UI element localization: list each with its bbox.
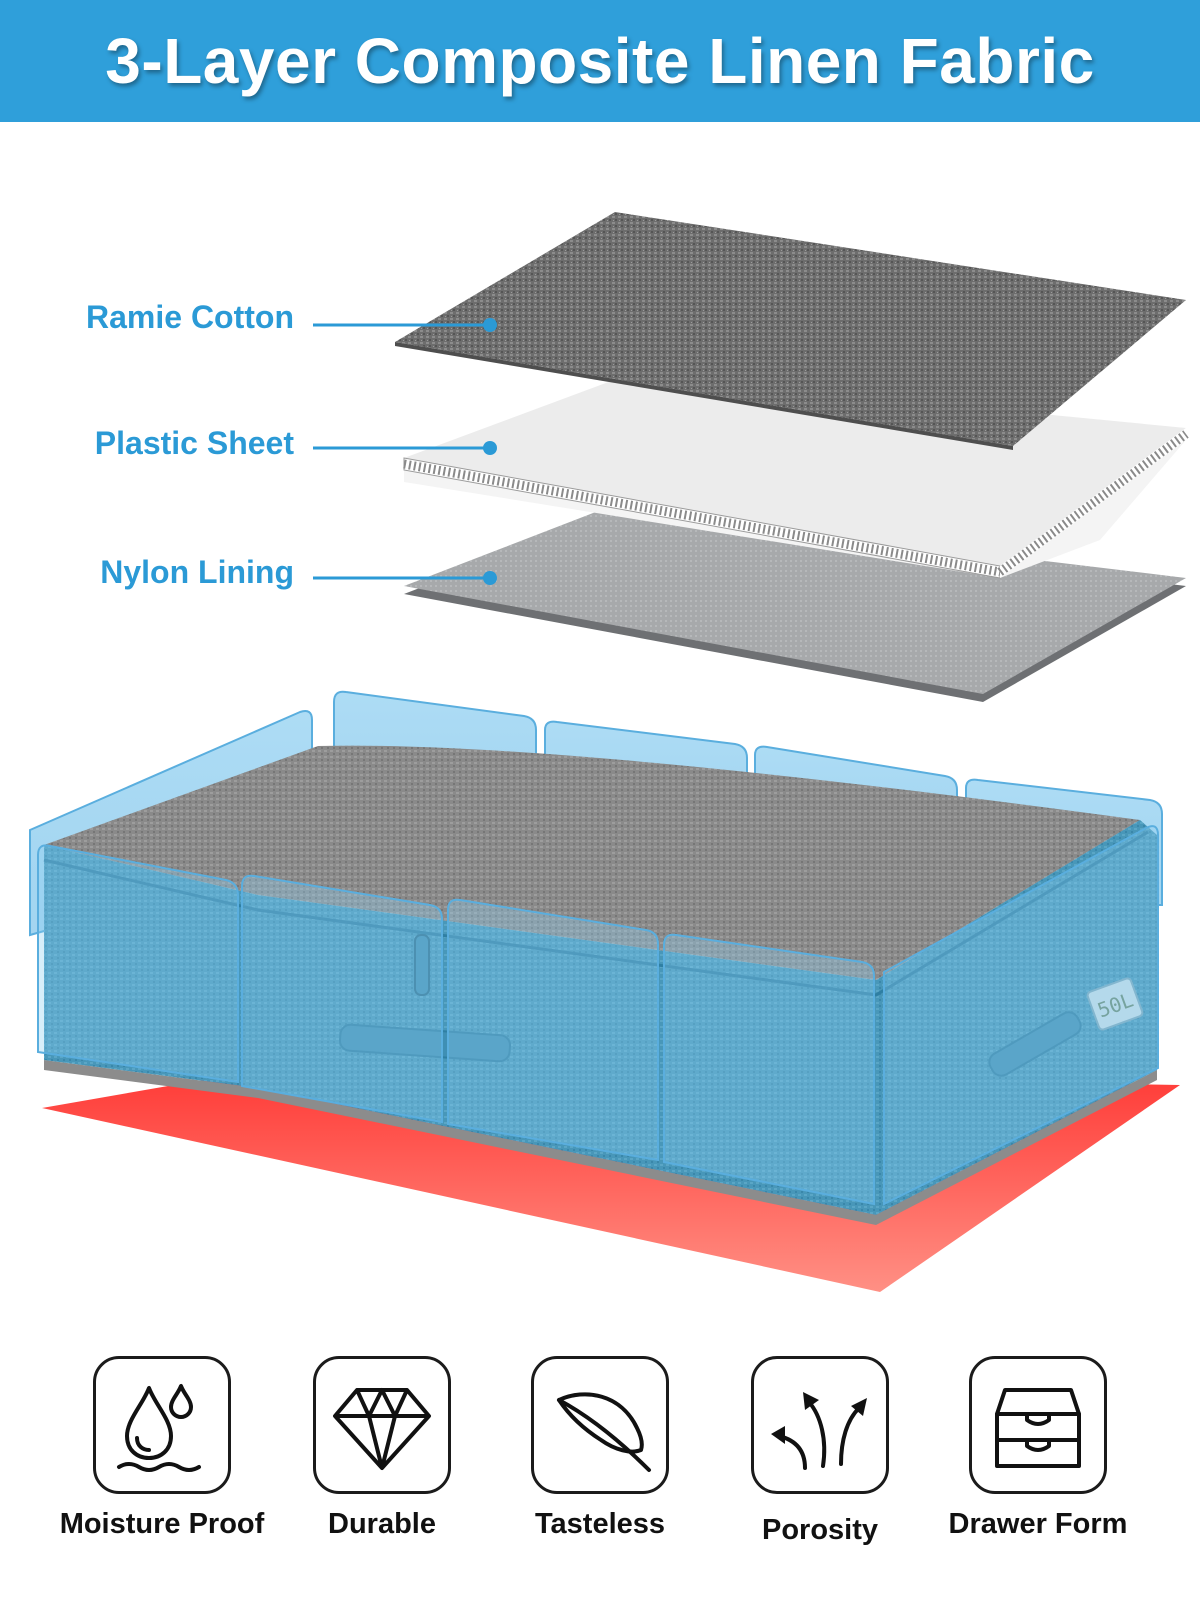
features-row: Moisture Proof Durable Tasteless [0, 1340, 1200, 1600]
header-banner: 3-Layer Composite Linen Fabric [0, 0, 1200, 122]
feature-label-drawer-form: Drawer Form [948, 1508, 1128, 1540]
front-panels [37, 825, 1159, 1206]
page-title: 3-Layer Composite Linen Fabric [105, 25, 1095, 97]
ramie-cotton-dot [483, 318, 497, 332]
feature-moisture-proof: Moisture Proof [42, 1340, 282, 1600]
drawer-icon [969, 1356, 1107, 1494]
feature-durable: Durable [262, 1340, 502, 1600]
feature-label-porosity: Porosity [761, 1514, 879, 1546]
plastic-sheet-dot [483, 441, 497, 455]
feature-label-moisture-proof: Moisture Proof [59, 1508, 265, 1540]
feature-drawer-form: Drawer Form [918, 1340, 1158, 1600]
feature-label-durable: Durable [328, 1508, 436, 1540]
ramie-cotton-layer [395, 212, 1186, 450]
leaf-icon [531, 1356, 669, 1494]
layer-illustration: 50L [29, 212, 1189, 1292]
water-drops-icon [93, 1356, 231, 1494]
layer-label-plastic-sheet: Plastic Sheet [94, 425, 294, 461]
layer-label-ramie-cotton: Ramie Cotton [86, 299, 294, 335]
layer-label-nylon-lining: Nylon Lining [100, 554, 294, 590]
leader-lines [313, 323, 488, 580]
diamond-icon [313, 1356, 451, 1494]
nylon-lining-dot [483, 571, 497, 585]
feature-porosity: Porosity [700, 1340, 940, 1600]
airflow-arrows-icon [751, 1356, 889, 1494]
feature-tasteless: Tasteless [480, 1340, 720, 1600]
feature-label-tasteless: Tasteless [534, 1508, 666, 1540]
